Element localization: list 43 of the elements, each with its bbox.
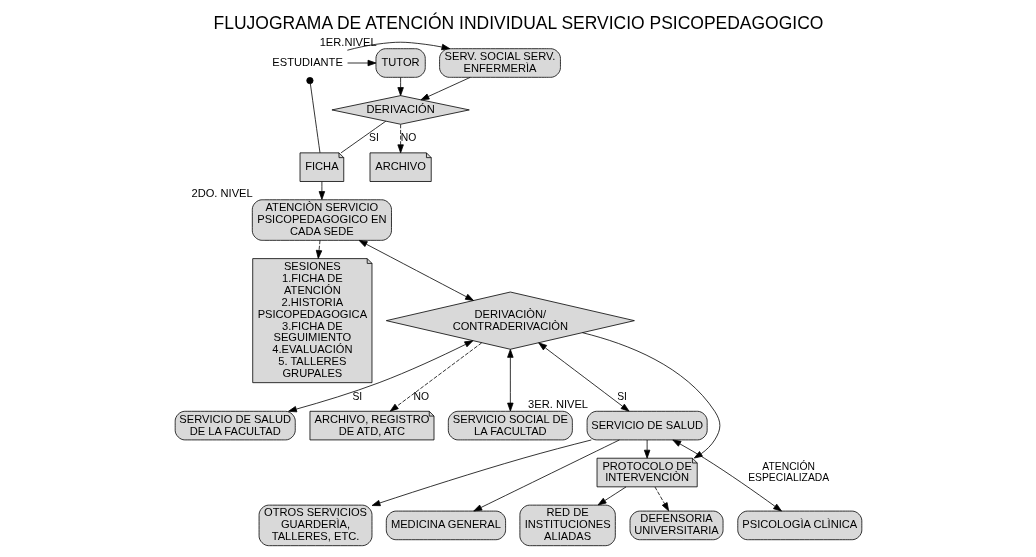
node-box: TUTOR <box>375 48 426 78</box>
diagram-title: FLUJOGRAMA DE ATENCIÓN INDIVIDUAL SERVICIO PSICOPEDAGOGICO <box>213 12 823 33</box>
arrow <box>318 181 325 200</box>
edge-label: SI <box>368 132 379 144</box>
arrow <box>597 486 626 506</box>
arrow <box>506 349 514 412</box>
edge-label: NO <box>413 390 429 402</box>
arrow <box>346 41 450 51</box>
node-box: RED DE INSTITUCIONES ALIADAS <box>519 504 616 547</box>
connector <box>305 77 320 154</box>
node-box: ATENCIÒN SERVICIO PSICOPEDAGOGICO EN CADA SEDE <box>251 199 392 241</box>
arrow <box>315 240 322 259</box>
edge-label: SI <box>616 390 627 402</box>
connector <box>340 120 386 154</box>
node-box: SERVICIO SOCIAL DE LA FACULTAD <box>447 410 573 441</box>
node-box: DEFENSORIA UNIVERSITARIA <box>629 510 723 541</box>
arrow <box>654 486 669 512</box>
arrow <box>643 439 650 459</box>
node-box: PSICOLOGÌA CLÌNICA <box>736 510 862 541</box>
arrow <box>346 59 376 67</box>
arrow <box>396 77 404 96</box>
edge-label: SI <box>351 390 362 402</box>
arrow <box>371 439 592 507</box>
arrow <box>581 332 720 459</box>
node-box: SERVICIO DE SALUD <box>586 410 708 441</box>
node-box: SERV. SOCIAL SERV. ENFERMERÌA <box>438 48 561 78</box>
node-box: MEDICINA GENERAL <box>385 510 506 541</box>
arrow <box>537 342 629 412</box>
edge-label: NO <box>400 132 416 144</box>
arrow <box>358 240 474 301</box>
node-box: SERVICIO DE SALUD DE LA FACULTAD <box>174 410 296 441</box>
edge-label: ATENCIÓN ESPECIALIZADA <box>747 460 829 483</box>
node-label: 1ER.NIVEL <box>319 35 377 48</box>
node-label: 2DO. NIVEL <box>190 186 253 199</box>
arrow <box>389 342 482 412</box>
node-box: OTROS SERVICIOS GUARDERÌA, TALLERES, ETC. <box>258 504 372 547</box>
arrow <box>287 340 473 413</box>
arrow <box>472 439 620 512</box>
arrow <box>396 124 404 154</box>
node-text: ESTUDIANTE <box>271 55 343 68</box>
arrow <box>420 77 471 101</box>
arrow <box>671 439 782 512</box>
node-label: 3ER. NIVEL <box>527 398 588 411</box>
